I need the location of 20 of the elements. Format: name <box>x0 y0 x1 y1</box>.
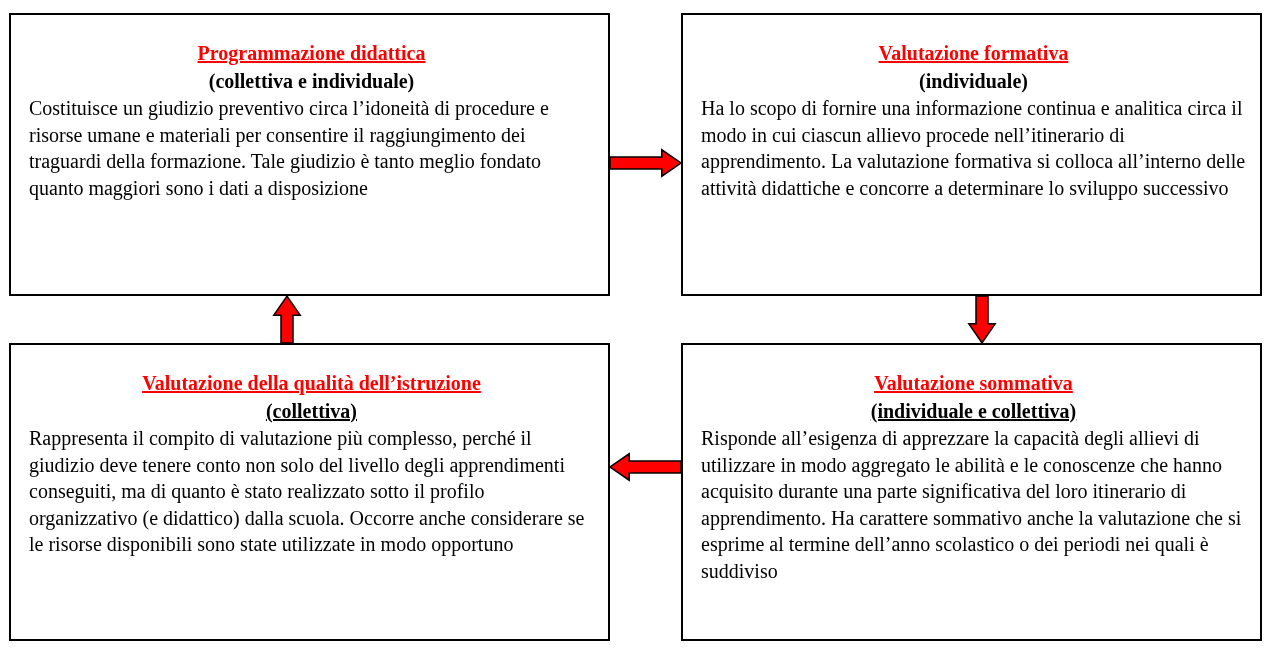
heading: Valutazione sommativa <box>873 371 1074 396</box>
heading: Valutazione della qualità dell’istruzione <box>141 371 482 397</box>
heading: Programmazione didattica <box>196 41 427 67</box>
text-box <box>9 13 610 296</box>
heading: Valutazione formativa <box>877 41 1070 66</box>
description: Risponde all’esigenza di apprezzare la capacità degli allievi di utilizzare in modo aggregato le abilità e le conoscenze che hanno acquisito durante una parte significativa del loro itinerario di apprendimento. Ha carattere sommativo anche la valutazione che si esprime al termine dell’anno scolastico o dei periodi nei quali è suddiviso <box>701 426 1243 584</box>
text-box <box>9 343 610 641</box>
block-arrow <box>272 294 302 344</box>
subheading: (individuale) <box>918 69 1029 95</box>
block-arrow <box>967 295 997 345</box>
subheading: (collettiva) <box>264 399 359 425</box>
text-box <box>681 343 1262 641</box>
block-arrow <box>608 452 682 482</box>
block-arrow <box>609 148 683 178</box>
subheading: (individuale e collettiva) <box>869 399 1078 425</box>
description: Ha lo scopo di fornire una informazione continua e analitica circa il modo in cui ciascun allievo procede nell’itinerario di apprendimento. La valutazione formativa si colloca all’interno delle attività didattiche e concorre a determinare lo sviluppo successivo <box>701 96 1246 201</box>
description: Rappresenta il compito di valutazione più complesso, perché il giudizio deve tenere conto non solo del livello degli apprendimenti conseguiti, ma di quanto è stato realizzato sotto il profilo organizzativo (e didattico) dalla scuola. Occorre anche considerare se le risorse disponibili sono state utilizzate in modo opportuno <box>29 426 586 558</box>
subheading: (collettiva e individuale) <box>207 69 416 95</box>
text-box <box>681 13 1262 296</box>
description: Costituisce un giudizio preventivo circa l’idoneità di procedure e risorse umane e materiali per consentire il raggiungimento dei traguardi della formazione. Tale giudizio è tanto meglio fondato quanto maggiori sono i dati a disposizione <box>29 96 550 201</box>
